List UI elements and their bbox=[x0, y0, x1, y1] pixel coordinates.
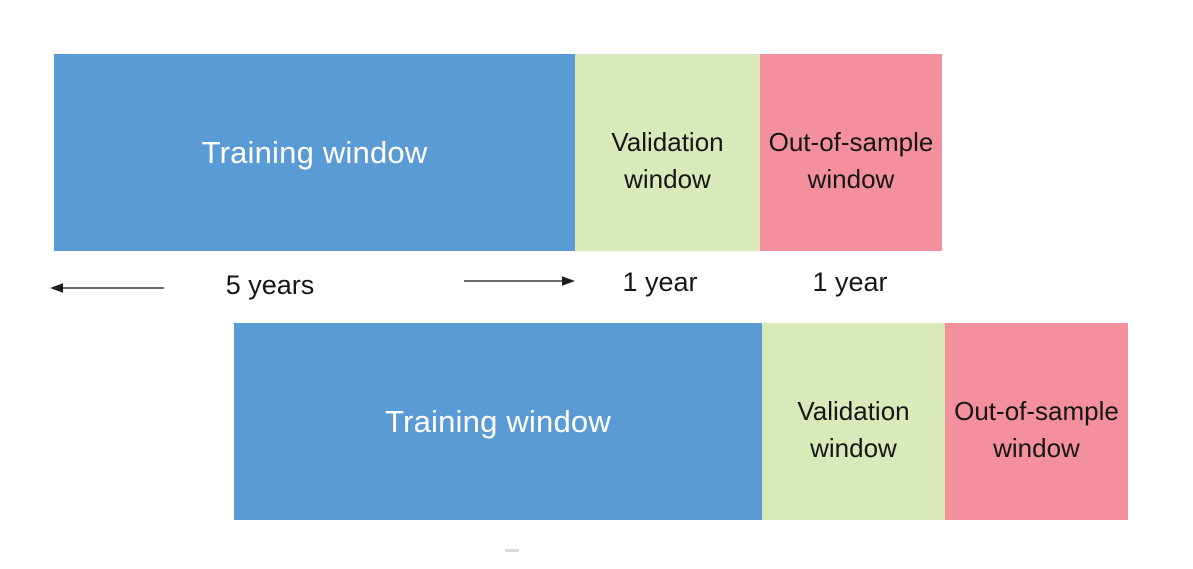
out-of-sample-window-block-row2: Out-of-sample window bbox=[945, 323, 1128, 520]
right-arrow-icon bbox=[464, 276, 575, 286]
out-of-sample-window-label: Out-of-sample window bbox=[769, 124, 934, 198]
validation-window-label-line2: window bbox=[810, 432, 897, 463]
training-window-label: Training window bbox=[385, 403, 611, 439]
validation-window-block-row2: Validation window bbox=[762, 323, 945, 520]
stray-artifact-mark bbox=[505, 549, 519, 552]
validation-window-label-line2: window bbox=[624, 163, 711, 194]
training-span-label: 5 years bbox=[225, 270, 315, 300]
training-window-label: Training window bbox=[201, 134, 428, 170]
training-window-block-row1: Training window bbox=[54, 54, 575, 251]
validation-window-label: Validation window bbox=[797, 393, 909, 467]
out-of-sample-window-label-line1: Out-of-sample bbox=[768, 126, 934, 157]
validation-window-block-row1: Validation window bbox=[575, 54, 760, 251]
out-of-sample-window-label-line1: Out-of-sample bbox=[954, 395, 1119, 426]
validation-window-label: Validation window bbox=[611, 124, 723, 198]
out-of-sample-span-label: 1 year bbox=[812, 267, 888, 297]
validation-span-label: 1 year bbox=[622, 267, 698, 297]
training-window-block-row2: Training window bbox=[234, 323, 762, 520]
left-arrow-icon bbox=[50, 283, 164, 293]
out-of-sample-window-label-line2: window bbox=[807, 163, 895, 194]
out-of-sample-window-label: Out-of-sample window bbox=[954, 393, 1119, 467]
out-of-sample-window-block-row1: Out-of-sample window bbox=[760, 54, 942, 251]
validation-window-label-line1: Validation bbox=[611, 126, 724, 157]
validation-window-label-line1: Validation bbox=[797, 395, 910, 426]
out-of-sample-window-label-line2: window bbox=[993, 432, 1080, 463]
